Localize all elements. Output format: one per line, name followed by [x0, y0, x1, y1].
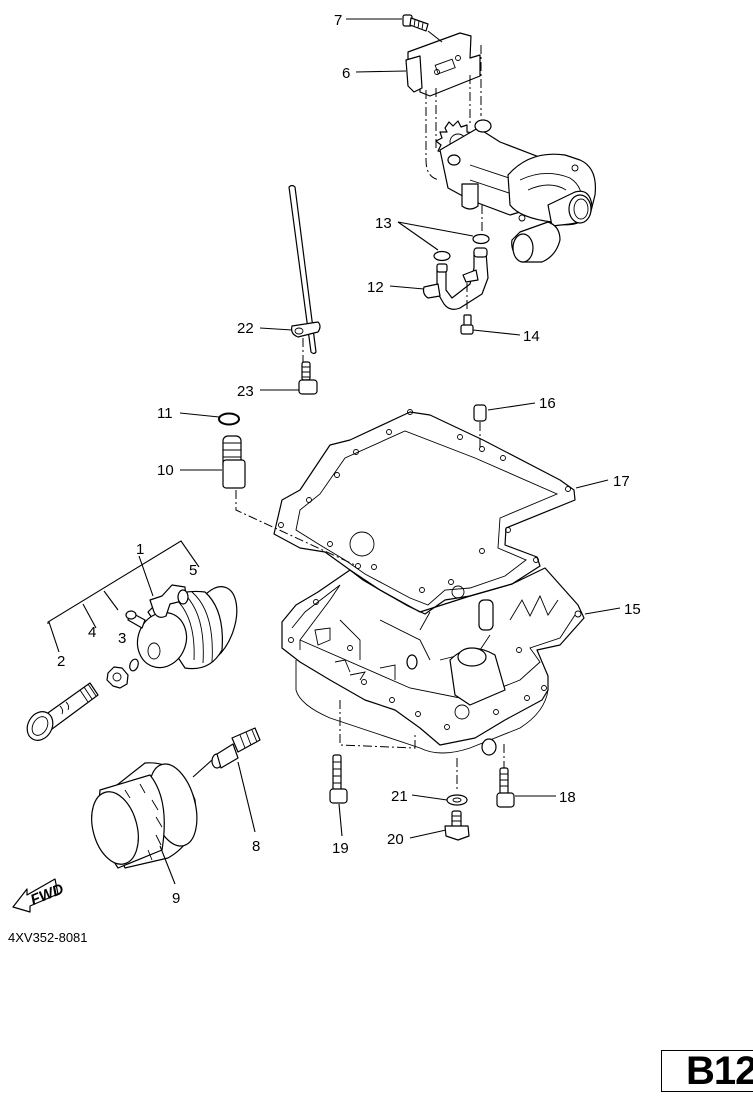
o-ring-3 — [129, 658, 139, 672]
callout-17: 17 — [613, 473, 630, 490]
union-bolt-2 — [26, 682, 99, 741]
filter-union-8 — [211, 727, 261, 769]
leader-lines — [138, 18, 621, 885]
callout-13: 13 — [375, 215, 392, 232]
oil-delivery-pipe-group — [422, 205, 490, 335]
callout-5: 5 — [189, 562, 197, 579]
oil-delivery-pipe — [436, 251, 489, 310]
callout-1: 1 — [136, 541, 144, 558]
catalog-code: 4XV352-8081 — [8, 930, 88, 945]
strainer-pipe — [222, 435, 246, 489]
oil-pan — [281, 567, 585, 792]
bolt-18 — [496, 767, 515, 808]
callout-labels: 1 2 3 4 5 6 7 8 9 10 11 12 13 14 15 16 1… — [57, 12, 641, 907]
oil-cooler — [125, 584, 238, 670]
callout-2: 2 — [57, 653, 65, 670]
callout-21: 21 — [391, 788, 408, 805]
o-ring-13a — [433, 250, 451, 262]
page-badge-text: B12 — [686, 1050, 753, 1092]
lock-washer-4 — [106, 666, 129, 689]
dipstick-pipe-group — [288, 184, 321, 395]
callout-22: 22 — [237, 320, 254, 337]
callout-8: 8 — [252, 838, 260, 855]
o-ring-11 — [218, 412, 240, 426]
fwd-label: FWD — [28, 880, 66, 909]
callout-3: 3 — [118, 630, 126, 647]
oil-pan-dowel — [478, 599, 494, 631]
strainer-group — [218, 412, 356, 566]
callout-15: 15 — [624, 601, 641, 618]
oil-filter-group — [91, 727, 261, 869]
callout-20: 20 — [387, 831, 404, 848]
drain-gasket-21 — [446, 794, 468, 806]
oil-cooler-group — [26, 540, 238, 741]
callout-6: 6 — [342, 65, 350, 82]
bolt-23 — [298, 361, 318, 395]
callout-10: 10 — [157, 462, 174, 479]
forward-direction-arrow: FWD — [12, 878, 66, 913]
drain-plug-20 — [444, 810, 470, 841]
callout-18: 18 — [559, 789, 576, 806]
oil-pan-gasket — [273, 411, 576, 615]
callout-11: 11 — [157, 405, 173, 422]
bolt-19 — [329, 754, 348, 804]
callout-9: 9 — [172, 890, 180, 907]
callout-19: 19 — [332, 840, 349, 857]
callout-16: 16 — [539, 395, 556, 412]
bolt-7 — [402, 14, 429, 32]
callout-14: 14 — [523, 328, 540, 345]
dipstick-pipe — [288, 184, 317, 355]
callout-7: 7 — [334, 12, 342, 29]
callout-23: 23 — [237, 383, 254, 400]
bolt-14 — [460, 314, 474, 335]
oil-filter — [91, 762, 198, 869]
dowel-pin-16 — [473, 404, 487, 422]
oil-pump-assembly — [402, 14, 597, 263]
o-ring-13b — [472, 233, 490, 245]
callout-4: 4 — [88, 624, 96, 641]
callout-12: 12 — [367, 279, 384, 296]
page-badge: B12 — [661, 1050, 753, 1092]
